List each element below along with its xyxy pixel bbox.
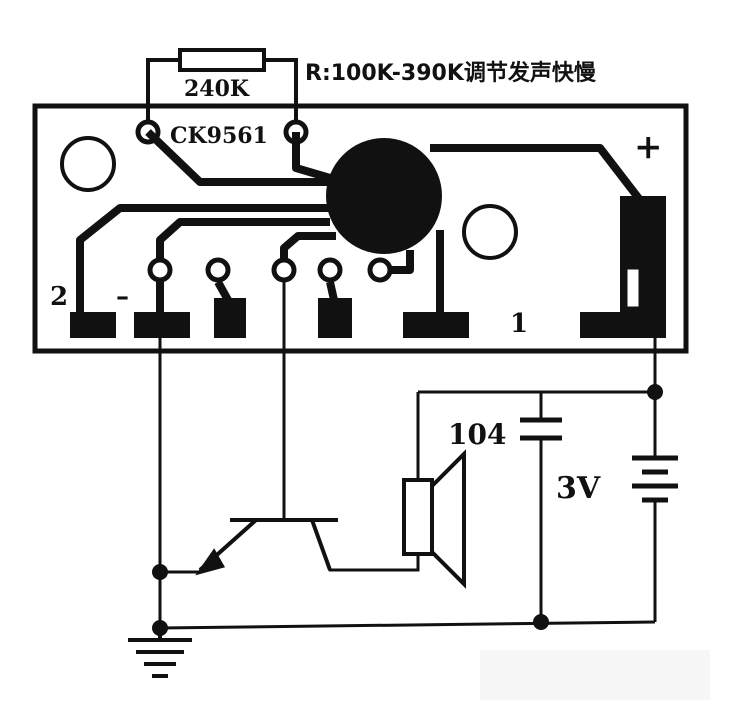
battery-3v [632,455,678,503]
minus-label: – [116,282,129,312]
resistor-240k [146,48,298,130]
transistor [195,518,338,576]
resistor-note-label: R:100K-390K调节发声快慢 [305,60,597,86]
pad-minus [134,312,190,338]
resistor-value-label: 240K [184,76,250,102]
round-pads [147,257,393,283]
chip-blob [326,138,442,254]
pin1-label: 1 [510,309,528,339]
mounting-hole-left [60,136,116,192]
battery-voltage-label: 3V [556,471,601,506]
background-smudge [480,650,710,700]
pad-plus [580,312,666,338]
speaker-icon [402,449,466,589]
capacitor-value-label: 104 [448,418,506,451]
mounting-hole-right [462,204,518,260]
chip-name-label: CK9561 [170,123,268,149]
pad-4 [318,298,352,338]
pad-pin1 [403,312,469,338]
pin2-label: 2 [50,282,68,312]
capacitor-104 [520,417,562,441]
ground-symbol [128,628,192,678]
pad-3 [214,298,246,338]
junction-dots [152,384,663,636]
plus-label: + [634,127,663,167]
pad-pin2 [70,312,116,338]
positive-slot [624,266,642,310]
pcb-board-outline [32,103,689,354]
